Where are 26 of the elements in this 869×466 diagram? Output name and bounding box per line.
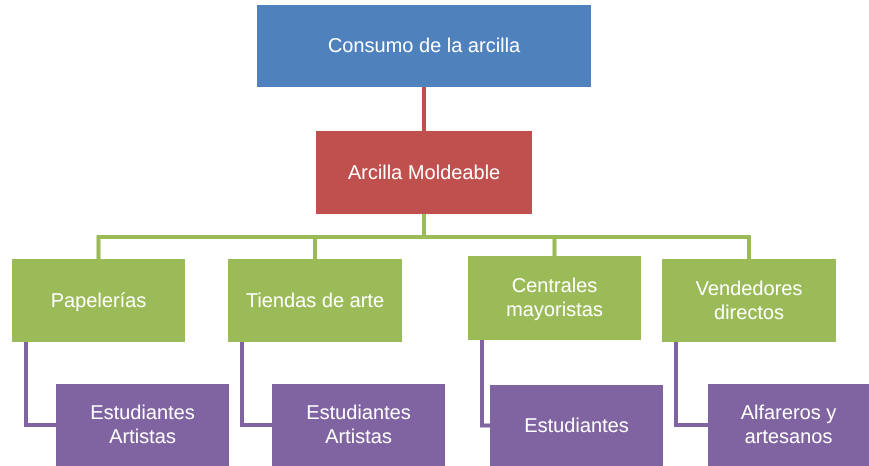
org-box — [490, 385, 663, 466]
connector-line — [422, 87, 426, 131]
org-box — [468, 256, 641, 340]
box-label: Consumo de la arcilla — [328, 34, 520, 58]
org-box — [56, 384, 229, 466]
org-box — [662, 259, 836, 342]
connector-line — [480, 340, 490, 428]
org-box — [257, 5, 591, 87]
connector-line — [422, 214, 751, 259]
org-box — [228, 259, 402, 342]
connector-line — [674, 342, 708, 427]
org-box — [316, 131, 532, 214]
org-box — [272, 384, 445, 466]
connector-line — [240, 342, 272, 427]
box-label: Arcilla Moldeable — [348, 160, 500, 184]
box-label: Centrales mayoristas — [505, 274, 604, 322]
box-label: Papelerías — [50, 288, 146, 312]
box-label: Tiendas de arte — [246, 288, 384, 312]
org-box — [12, 259, 185, 342]
box-label: Estudiantes — [524, 414, 629, 438]
org-box — [708, 384, 869, 466]
box-label: Vendedores directos — [694, 276, 804, 324]
box-label: Estudiantes Artistas — [89, 401, 196, 449]
box-label: Estudiantes Artistas — [305, 401, 412, 449]
box-label: Alfareros y artesanos — [740, 401, 838, 449]
connector-line — [24, 342, 56, 427]
